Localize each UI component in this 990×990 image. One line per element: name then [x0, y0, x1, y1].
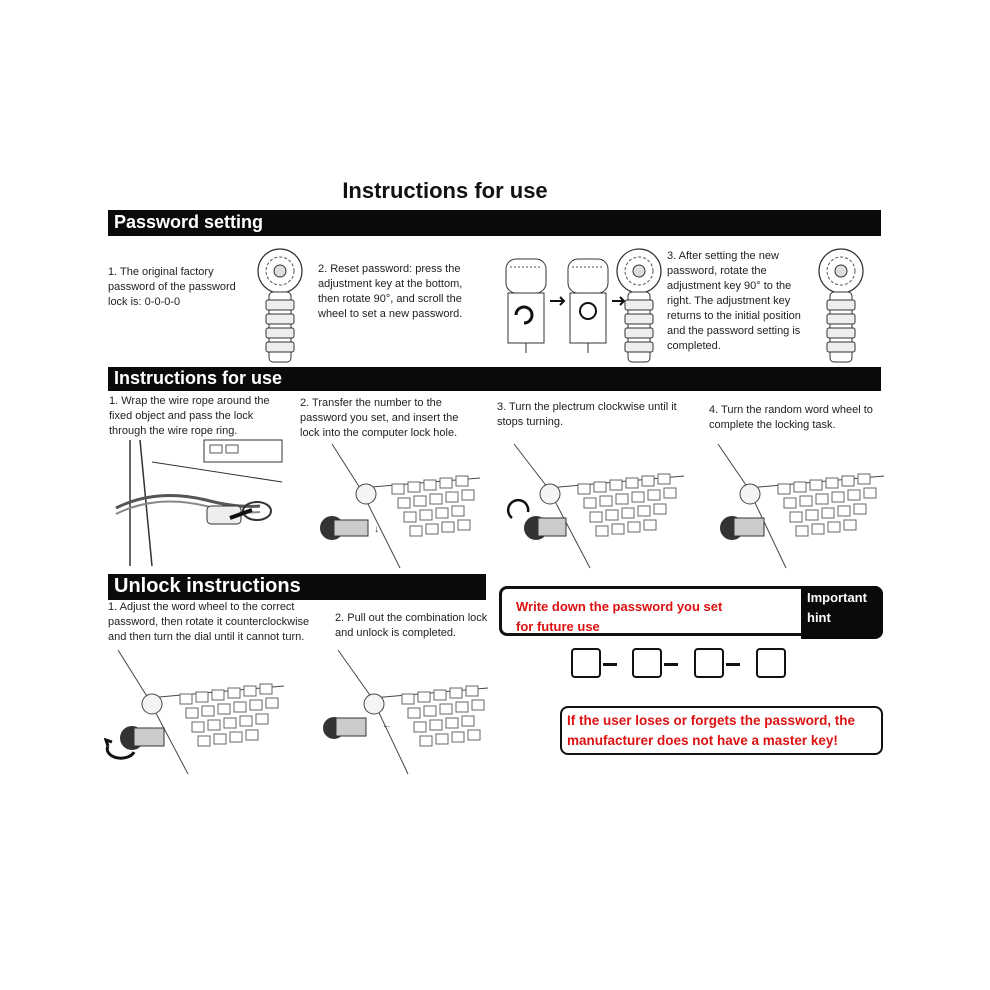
- important-hint-tab: Important hint: [801, 586, 883, 639]
- reset-key-figure: [500, 255, 660, 355]
- warning-line-2: manufacturer does not have a master key!: [567, 733, 838, 748]
- important-hint-box: Write down the password you set for futu…: [499, 586, 883, 639]
- password-dash: [726, 663, 740, 666]
- unlock-step-2: 2. Pull out the combination lock and unl…: [335, 612, 488, 639]
- hint-message-line-2: for future use: [516, 619, 600, 634]
- use-step-4: 4. Turn the random word wheel to complet…: [709, 404, 873, 431]
- hint-message: Write down the password you set for futu…: [516, 597, 722, 637]
- password-dash: [664, 663, 678, 666]
- warning-line-1: If the user loses or forgets the passwor…: [567, 713, 856, 728]
- no-master-key-warning: If the user loses or forgets the passwor…: [560, 706, 883, 755]
- password-step-2: 2. Reset password: press the adjustment …: [318, 263, 463, 320]
- section-bar-instructions: Instructions for use: [108, 367, 881, 391]
- section-bar-password-setting: Password setting: [108, 210, 881, 236]
- page-title: Instructions for use: [342, 178, 548, 203]
- hint-message-line-1: Write down the password you set: [516, 599, 723, 614]
- svg-text:↓: ↓: [374, 524, 379, 535]
- laptop-turn-plectrum-figure: [500, 440, 684, 570]
- use-step-3: 3. Turn the plectrum clockwise until it …: [497, 401, 677, 428]
- use-step-2: 2. Transfer the number to the password y…: [300, 397, 459, 439]
- password-digit-box: [571, 648, 601, 678]
- password-digit-box: [694, 648, 724, 678]
- password-digit-box: [756, 648, 786, 678]
- password-digit-box: [632, 648, 662, 678]
- laptop-insert-figure: ↓: [300, 440, 480, 570]
- password-step-1: 1. The original factory password of the …: [108, 266, 236, 308]
- wire-rope-figure: [112, 436, 284, 570]
- section-bar-unlock: Unlock instructions: [108, 574, 486, 600]
- svg-text:←: ←: [382, 720, 392, 731]
- section-heading-unlock: Unlock instructions: [114, 575, 301, 597]
- combination-lock-figure: [255, 246, 305, 368]
- hint-tab-line-1: Important: [807, 590, 867, 605]
- combination-lock-figure-3: [816, 246, 866, 368]
- laptop-pull-out-figure: ←: [308, 646, 488, 776]
- laptop-lock-wheel-figure: [708, 440, 884, 570]
- use-step-1: 1. Wrap the wire rope around the fixed o…: [109, 395, 270, 437]
- section-heading-password-setting: Password setting: [114, 212, 264, 232]
- combination-lock-figure-2: [614, 246, 664, 368]
- password-step-3: 3. After setting the new password, rotat…: [667, 250, 801, 352]
- unlock-step-1: 1. Adjust the word wheel to the correct …: [108, 601, 310, 643]
- laptop-unlock-turn-figure: [104, 646, 284, 776]
- hint-tab-line-2: hint: [807, 610, 831, 625]
- section-heading-instructions: Instructions for use: [114, 368, 283, 388]
- password-dash: [603, 663, 617, 666]
